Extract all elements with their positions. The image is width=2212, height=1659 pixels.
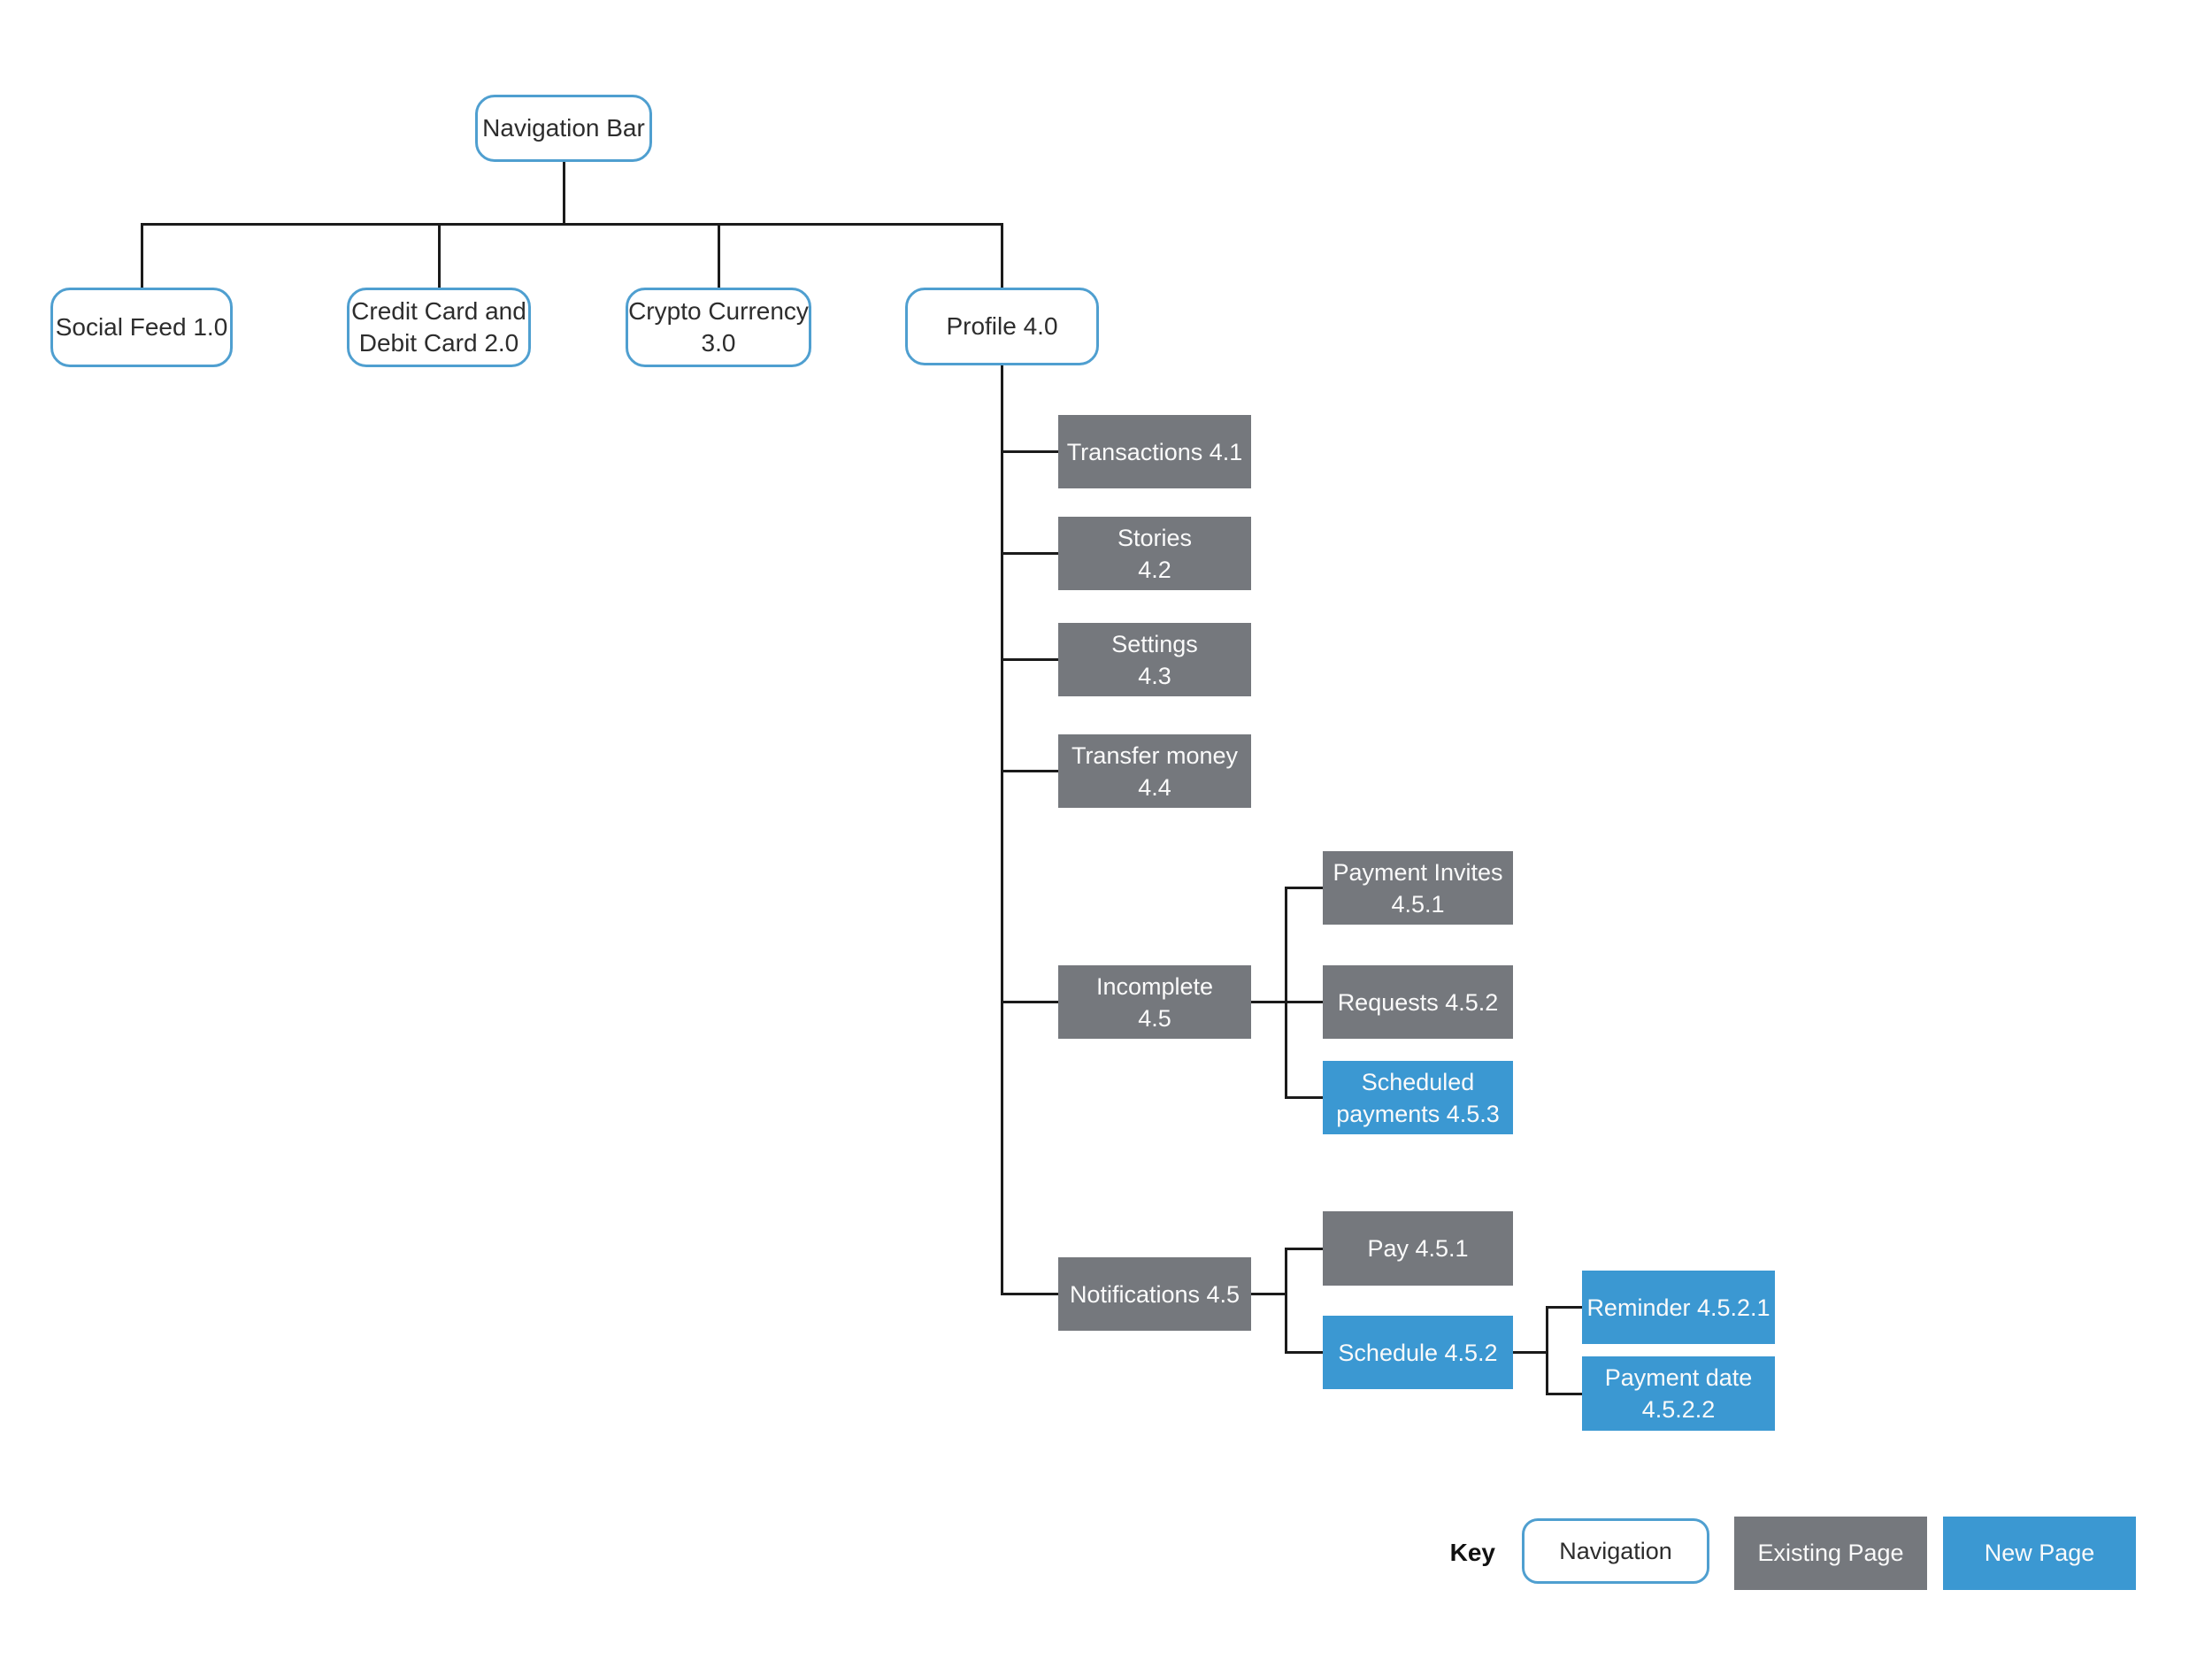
- node-stories-label-line: 4.2: [1138, 556, 1171, 583]
- node-social-feed-label-line: Social Feed 1.0: [55, 313, 228, 341]
- key-item-navigation: Navigation: [1522, 1518, 1709, 1584]
- node-profile-label-line: Profile 4.0: [946, 312, 1058, 340]
- node-social-feed: Social Feed 1.0: [50, 288, 233, 367]
- node-crypto-currency-label-line: 3.0: [701, 329, 736, 357]
- node-scheduled-payments-label-line: Scheduled: [1361, 1068, 1475, 1095]
- connector-line: [717, 222, 720, 289]
- connector-line: [1284, 1247, 1287, 1354]
- key-item-new-page: New Page: [1943, 1517, 2136, 1590]
- node-payment-date-label-line: Payment date: [1604, 1364, 1753, 1391]
- node-navigation-bar-label-line: Navigation Bar: [482, 114, 645, 142]
- node-schedule: Schedule 4.5.2: [1323, 1316, 1513, 1389]
- node-incomplete: Incomplete 4.5: [1058, 965, 1251, 1039]
- connector-line: [437, 222, 441, 289]
- connector-line: [1000, 551, 1060, 555]
- node-crypto-currency-label-line: Crypto Currency: [628, 297, 809, 325]
- node-schedule-label-line: Schedule 4.5.2: [1338, 1339, 1498, 1366]
- node-requests-label-line: Requests 4.5.2: [1337, 988, 1499, 1016]
- key-item-existing-page: Existing Page: [1734, 1517, 1927, 1590]
- connector-line: [1249, 1000, 1287, 1003]
- node-settings: Settings 4.3: [1058, 623, 1251, 696]
- connector-line: [1284, 1247, 1325, 1250]
- node-reminder-label-line: Reminder 4.5.2.1: [1586, 1294, 1770, 1321]
- node-profile: Profile 4.0: [905, 288, 1099, 365]
- node-scheduled-payments-label-line: payments 4.5.3: [1336, 1100, 1500, 1127]
- key-label: Key: [1449, 1539, 1495, 1566]
- node-stories: Stories 4.2: [1058, 517, 1251, 590]
- node-transfer-money-label-line: 4.4: [1138, 773, 1171, 801]
- connector-line: [1249, 1292, 1287, 1295]
- node-crypto-currency: Crypto Currency 3.0: [626, 288, 811, 367]
- connector-line: [1284, 886, 1287, 1099]
- connector-line: [140, 222, 1003, 226]
- node-credit-debit-card-label-line: Credit Card and: [351, 297, 526, 325]
- node-payment-invites-label-line: 4.5.1: [1391, 890, 1445, 918]
- key-item-new-page-label: New Page: [1984, 1540, 2095, 1566]
- node-transfer-money-label-line: Transfer money: [1071, 741, 1239, 769]
- node-transactions: Transactions 4.1: [1058, 415, 1251, 488]
- node-payment-invites-label-line: Payment Invites: [1333, 858, 1503, 886]
- node-stories-label-line: Stories: [1117, 524, 1193, 551]
- connector-line: [1000, 222, 1003, 289]
- node-navigation-bar: Navigation Bar: [475, 95, 652, 162]
- connector-line: [1000, 449, 1060, 453]
- node-incomplete-label-line: Incomplete: [1095, 972, 1214, 1000]
- connector-line: [562, 160, 565, 226]
- connector-line: [1000, 1000, 1060, 1003]
- connector-line: [1284, 1000, 1325, 1003]
- node-pay: Pay 4.5.1: [1323, 1211, 1513, 1286]
- connector-line: [1545, 1305, 1548, 1395]
- node-incomplete-label-line: 4.5: [1138, 1004, 1171, 1032]
- node-payment-date: Payment date 4.5.2.2: [1582, 1356, 1775, 1431]
- connector-line: [1284, 1350, 1325, 1354]
- connector-line: [1000, 657, 1060, 661]
- node-transfer-money: Transfer money 4.4: [1058, 734, 1251, 808]
- node-notifications: Notifications 4.5: [1058, 1257, 1251, 1331]
- node-settings-label-line: 4.3: [1138, 662, 1171, 689]
- node-scheduled-payments: Scheduled payments 4.5.3: [1323, 1061, 1513, 1134]
- node-requests: Requests 4.5.2: [1323, 965, 1513, 1039]
- connector-line: [1511, 1350, 1548, 1354]
- connector-line: [1000, 1292, 1060, 1295]
- connector-line: [1000, 769, 1060, 772]
- connector-line: [1545, 1392, 1584, 1395]
- connector-line: [1284, 886, 1325, 889]
- node-reminder: Reminder 4.5.2.1: [1582, 1271, 1775, 1344]
- node-notifications-label-line: Notifications 4.5: [1069, 1280, 1240, 1308]
- node-payment-date-label-line: 4.5.2.2: [1641, 1396, 1716, 1423]
- node-transactions-label-line: Transactions 4.1: [1066, 438, 1243, 465]
- connector-line: [1545, 1305, 1584, 1309]
- connector-line: [140, 222, 143, 289]
- node-credit-debit-card-label-line: Debit Card 2.0: [358, 329, 519, 357]
- node-pay-label-line: Pay 4.5.1: [1367, 1235, 1469, 1262]
- key-item-existing-page-label: Existing Page: [1757, 1540, 1904, 1566]
- node-settings-label-line: Settings: [1111, 630, 1198, 657]
- connector-line: [1284, 1095, 1325, 1099]
- key-item-navigation-label: Navigation: [1559, 1537, 1672, 1564]
- node-payment-invites: Payment Invites 4.5.1: [1323, 851, 1513, 925]
- connector-line: [1000, 364, 1003, 1295]
